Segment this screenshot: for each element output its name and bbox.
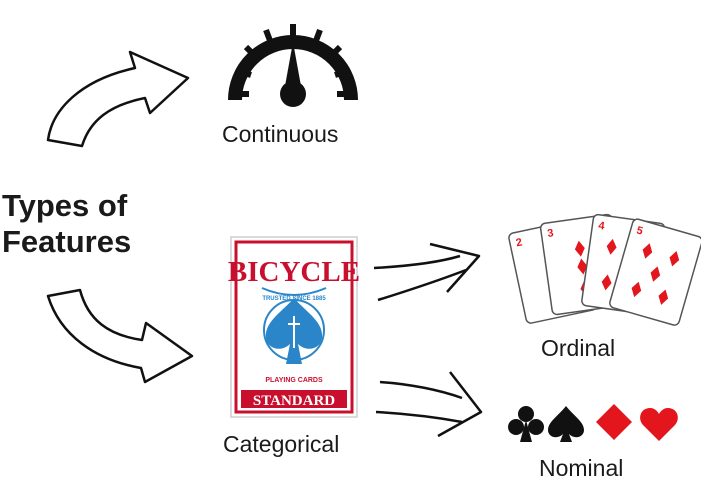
continuous-label: Continuous	[222, 121, 339, 147]
deck-standard: STANDARD	[253, 393, 335, 409]
diagram-title: Types of Features	[2, 188, 131, 260]
arrow-to-ordinal	[373, 242, 481, 302]
gauge-icon	[228, 24, 358, 107]
card-deck-icon: BICYCLE TRUSTED SINCE 1885 PLAYING CARDS…	[228, 236, 360, 418]
nominal-suits	[508, 404, 678, 442]
ordinal-cards: 2 3 4 5	[508, 213, 701, 326]
diamond-icon	[596, 404, 632, 440]
title-line-1: Types of	[2, 188, 128, 223]
arrow-to-continuous	[46, 50, 190, 148]
arrow-to-nominal	[375, 371, 483, 438]
card-rank: 3	[547, 227, 555, 240]
categorical-label: Categorical	[223, 431, 340, 457]
nominal-label: Nominal	[539, 455, 624, 481]
deck-playing-cards: PLAYING CARDS	[265, 377, 323, 384]
card-rank: 5	[635, 224, 644, 237]
card-rank: 4	[598, 220, 607, 233]
club-icon	[508, 406, 544, 442]
card-rank: 2	[515, 236, 523, 249]
card-5: 5	[609, 218, 701, 326]
title-line-2: Features	[2, 224, 132, 259]
deck-brand: BICYCLE	[228, 256, 360, 288]
heart-icon	[640, 408, 678, 441]
spade-icon	[548, 406, 584, 442]
ordinal-label: Ordinal	[541, 335, 616, 361]
arrow-to-categorical	[46, 288, 194, 384]
